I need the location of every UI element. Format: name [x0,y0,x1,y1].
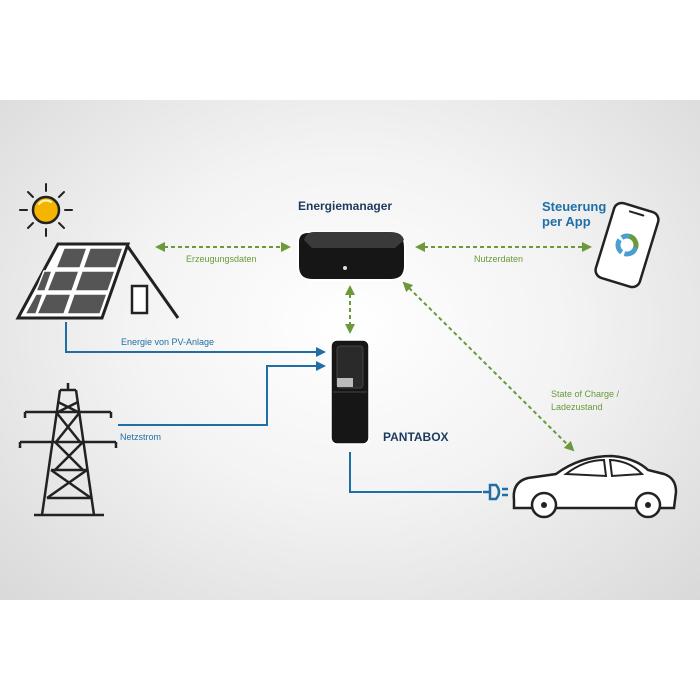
app-control-title: Steuerung per App [542,199,606,229]
power-flow-lines [65,322,482,493]
pv-energy-label: Energie von PV-Anlage [121,337,215,347]
plug-icon [483,483,508,501]
user-data-label: Nutzerdaten [474,254,524,264]
soc-line [402,281,575,452]
pantabox-device [330,339,370,445]
electric-car-icon [512,454,678,519]
soc-label: State of Charge / Ladezustand [551,388,619,414]
grid-power-line [118,361,326,426]
data-flow-lines [155,242,592,452]
pv-energy-line [65,322,326,357]
energy-manager-title: Energiemanager [298,199,393,213]
solar-house-icon [15,242,180,320]
soc-label-line1: State of Charge / [551,389,620,399]
sun-icon [19,183,73,237]
charging-line [349,452,482,493]
app-control-line2: per App [542,214,591,229]
generation-data-label: Erzeugungsdaten [186,254,257,264]
soc-label-line2: Ladezustand [551,402,603,412]
smartphone-icon [594,201,660,289]
pantabox-title: PANTABOX [383,430,449,444]
app-control-line1: Steuerung [542,199,607,214]
grid-power-label: Netzstrom [120,432,162,442]
power-pylon-icon [18,383,118,517]
energy-manager-device [297,231,406,281]
